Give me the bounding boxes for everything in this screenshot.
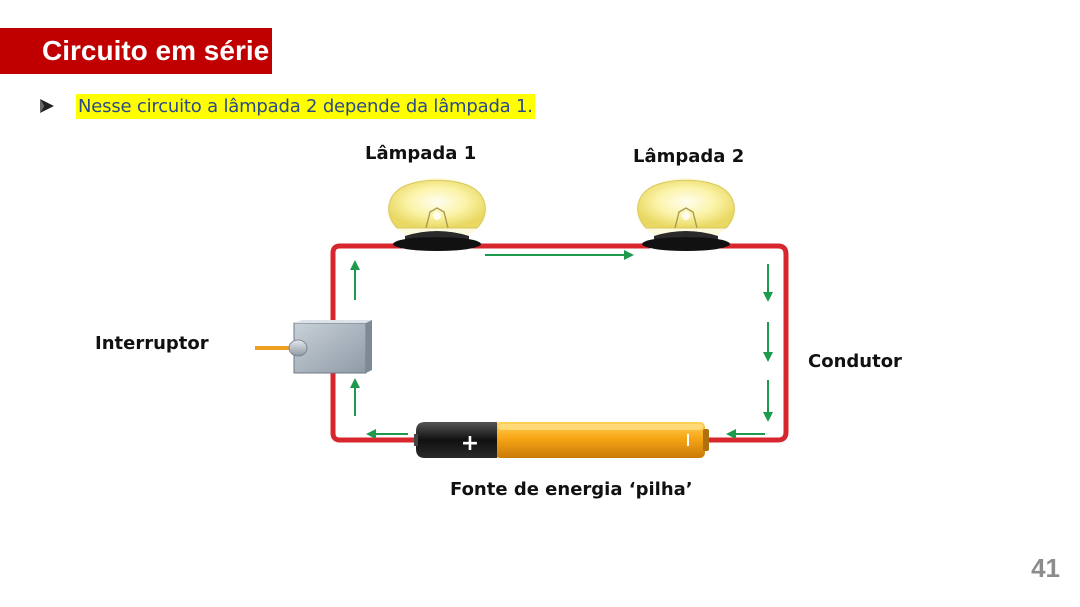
lamp-1-icon	[387, 178, 487, 251]
page-number: 41	[1031, 553, 1060, 583]
lamp-2-label: Lâmpada 2	[633, 146, 745, 167]
battery-polarity-label: +	[461, 431, 479, 456]
lamp-1-label: Lâmpada 1	[365, 143, 477, 164]
lamp-2-icon	[636, 178, 736, 251]
current-arrows	[350, 250, 773, 439]
switch-icon	[255, 320, 372, 374]
switch-label: Interruptor	[95, 333, 209, 354]
slide-title: Circuito em série	[0, 28, 272, 74]
bullet-item: Nesse circuito a lâmpada 2 depende da lâ…	[38, 92, 535, 120]
battery-label: Fonte de energia ‘pilha’	[450, 479, 693, 500]
conductor-label: Condutor	[808, 351, 902, 372]
bullet-text: Nesse circuito a lâmpada 2 depende da lâ…	[76, 93, 535, 119]
circuit-wire	[330, 243, 789, 443]
battery-icon	[414, 422, 709, 458]
arrow-bullet-icon	[40, 99, 54, 113]
